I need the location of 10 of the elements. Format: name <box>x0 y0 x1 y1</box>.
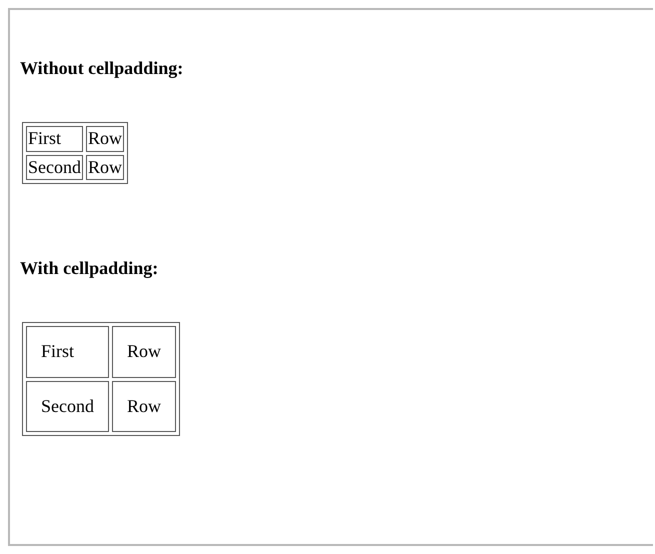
table-cell: Second <box>26 154 83 180</box>
table-cell: Second <box>26 380 109 432</box>
table-cell: Row <box>86 126 124 152</box>
table-cell: First <box>26 326 109 378</box>
section-heading: Without cellpadding: <box>20 58 184 79</box>
table-cell: Row <box>112 326 176 378</box>
section-heading: With cellpadding: <box>20 258 158 279</box>
table-cell: Row <box>112 380 176 432</box>
table-cell: First <box>26 126 83 152</box>
table-cell: Row <box>86 154 124 180</box>
